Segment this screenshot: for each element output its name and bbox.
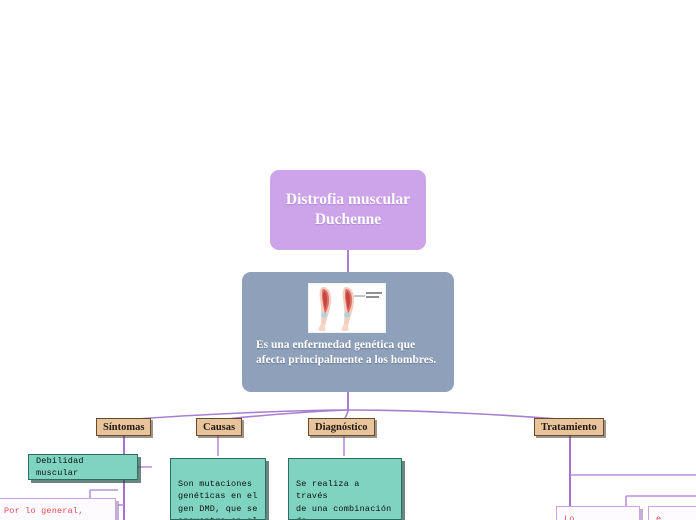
root-node-label: Distrofia muscular Duchenne <box>285 191 411 228</box>
branch-label-sintomas-text: Síntomas <box>103 421 145 433</box>
node-causas-mutaciones-text: Son mutaciones genéticas en el gen DMD, … <box>178 478 258 520</box>
root-node[interactable]: Distrofia muscular Duchenne <box>270 170 426 250</box>
node-tratamiento-acondicione[interactable]: Lo acondicione y el <box>556 506 640 520</box>
branch-label-tratamiento[interactable]: Tratamiento <box>534 418 604 436</box>
node-causas-mutaciones[interactable]: Son mutaciones genéticas en el gen DMD, … <box>170 458 266 520</box>
branch-label-sintomas[interactable]: Síntomas <box>96 418 152 436</box>
branch-label-diagnostico-text: Diagnóstico <box>315 421 368 433</box>
node-tratamiento-extra-text: e <box>656 514 662 520</box>
description-node[interactable]: Es una enfermedad genética que afecta pr… <box>242 272 454 392</box>
node-sintomas-debilidad[interactable]: Debilidad muscular <box>28 454 138 480</box>
node-sintomas-porlogeneral[interactable]: Por lo general, <box>0 498 116 520</box>
node-tratamiento-acondicione-text: Lo acondicione y el <box>564 514 575 520</box>
branch-label-causas[interactable]: Causas <box>196 418 243 436</box>
node-diagnostico-pruebas-text: Se realiza a través de una combinación d… <box>296 478 392 520</box>
branch-label-tratamiento-text: Tratamiento <box>541 421 597 433</box>
description-text: Es una enfermedad genética que afecta pr… <box>256 339 437 366</box>
node-tratamiento-extra[interactable]: e <box>648 506 696 520</box>
node-sintomas-debilidad-text: Debilidad muscular <box>36 455 84 479</box>
node-diagnostico-pruebas[interactable]: Se realiza a través de una combinación d… <box>288 458 402 520</box>
anatomy-image <box>308 283 386 333</box>
branch-label-causas-text: Causas <box>203 421 236 433</box>
node-sintomas-porlogeneral-text: Por lo general, <box>4 506 84 516</box>
branch-label-diagnostico[interactable]: Diagnóstico <box>308 418 375 436</box>
